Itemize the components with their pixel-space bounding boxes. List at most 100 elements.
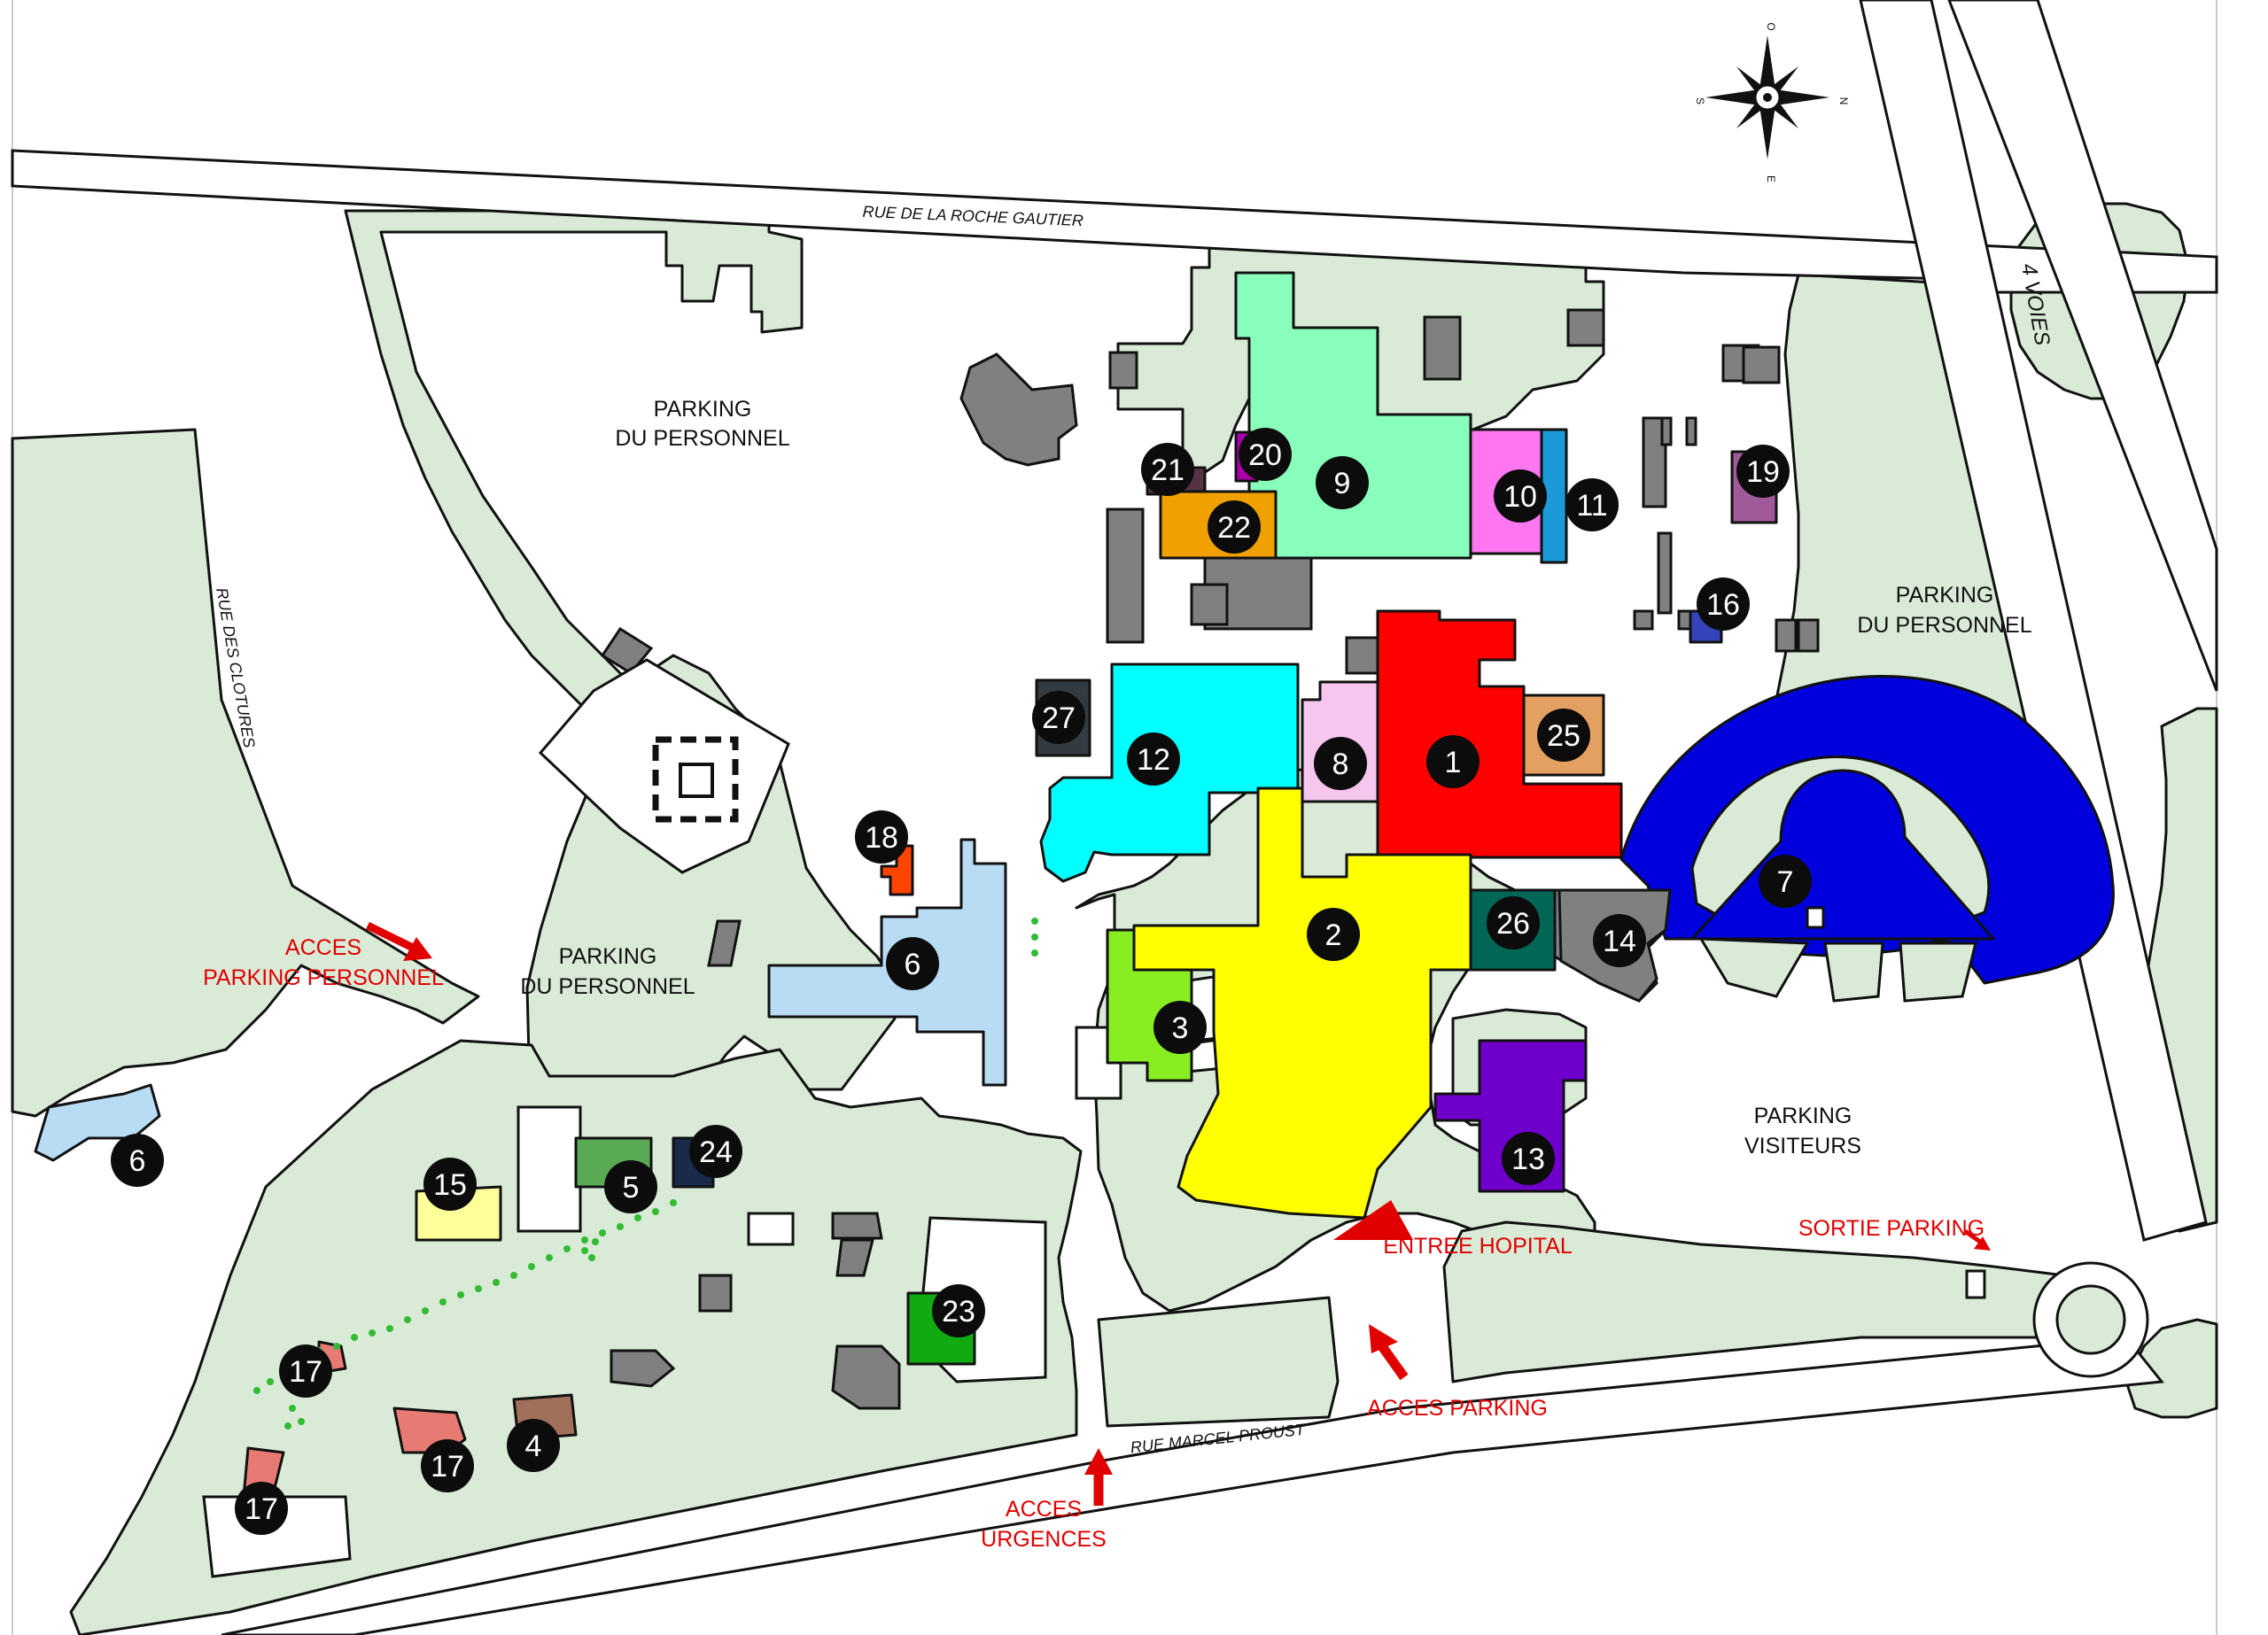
marker-circle: [421, 1439, 474, 1492]
compass-o: O: [1765, 22, 1777, 30]
acces-parking: ACCES PARKING: [1367, 1396, 1548, 1421]
building-marker-15[interactable]: 15: [423, 1158, 477, 1211]
building-marker-24[interactable]: 24: [689, 1125, 742, 1178]
acces-parking-personnel-line1: ACCES: [285, 935, 361, 960]
building-marker-26[interactable]: 26: [1487, 896, 1540, 949]
building-marker-12[interactable]: 12: [1127, 732, 1180, 786]
building-marker-10[interactable]: 10: [1494, 469, 1547, 523]
marker-circle: [1487, 896, 1540, 949]
marker-number: 10: [1503, 480, 1537, 514]
marker-circle: [423, 1158, 477, 1211]
parking-personnel-east-line1: PARKING: [1896, 583, 1994, 608]
marker-number: 19: [1746, 455, 1780, 489]
building-marker-25[interactable]: 25: [1537, 709, 1590, 762]
roads: [11, 0, 2218, 1635]
marker-circle: [1593, 914, 1646, 967]
building-marker-19[interactable]: 19: [1736, 445, 1790, 498]
building-marker-16[interactable]: 16: [1697, 577, 1750, 631]
building-marker-13[interactable]: 13: [1502, 1132, 1555, 1185]
marker-number: 13: [1511, 1143, 1545, 1176]
building-marker-7[interactable]: 7: [1759, 855, 1812, 908]
marker-number: 23: [942, 1295, 975, 1329]
acces-parking-personnel-line2: PARKING PERSONNEL: [203, 965, 444, 990]
building-marker-18[interactable]: 18: [855, 810, 908, 864]
building-marker-5[interactable]: 5: [604, 1160, 657, 1213]
building-marker-3[interactable]: 3: [1153, 1001, 1207, 1054]
marker-number: 24: [699, 1135, 733, 1169]
marker-number: 6: [905, 948, 921, 981]
building-marker-22[interactable]: 22: [1208, 500, 1261, 554]
marker-circle: [235, 1482, 288, 1535]
marker-number: 17: [431, 1450, 464, 1484]
marker-circle: [855, 810, 908, 864]
marker-circle: [111, 1134, 164, 1187]
marker-circle: [1759, 855, 1812, 908]
marker-number: 25: [1547, 719, 1581, 753]
building-marker-4[interactable]: 4: [507, 1419, 560, 1472]
marker-number: 9: [1334, 467, 1351, 500]
sortie-parking: SORTIE PARKING: [1798, 1216, 1984, 1241]
building-marker-1[interactable]: 1: [1426, 735, 1480, 788]
marker-number: 11: [1576, 489, 1607, 523]
building-marker-11[interactable]: 11: [1565, 478, 1619, 531]
grey-buildings: [600, 308, 1820, 1410]
building-marker-14[interactable]: 14: [1593, 914, 1646, 967]
marker-circle: [1736, 445, 1790, 498]
building-marker-8[interactable]: 8: [1314, 737, 1367, 790]
marker-number: 8: [1332, 748, 1349, 781]
parking-personnel-east-line2: DU PERSONNEL: [1857, 613, 2031, 638]
marker-number: 20: [1248, 438, 1282, 472]
marker-number: 5: [623, 1171, 640, 1205]
entree-hopital: ENTREE HOPITAL: [1383, 1234, 1573, 1259]
marker-number: 26: [1496, 907, 1530, 941]
building-marker-27[interactable]: 27: [1032, 691, 1085, 744]
marker-circle: [1697, 577, 1750, 631]
building-marker-17[interactable]: 17: [421, 1439, 474, 1492]
building-marker-6[interactable]: 6: [111, 1134, 164, 1187]
parking-visiteurs-line1: PARKING: [1754, 1104, 1852, 1128]
marker-number: 15: [433, 1168, 467, 1202]
building-marker-17[interactable]: 17: [279, 1344, 332, 1398]
marker-number: 14: [1603, 925, 1636, 958]
marker-circle: [1141, 443, 1194, 496]
marker-circle: [1426, 735, 1480, 788]
building-marker-23[interactable]: 23: [932, 1284, 985, 1337]
parking-personnel-west-line1: PARKING: [559, 944, 657, 969]
building-marker-21[interactable]: 21: [1141, 443, 1194, 496]
building-marker-6[interactable]: 6: [886, 937, 939, 990]
parking-personnel-north-line2: DU PERSONNEL: [615, 426, 789, 451]
marker-number: 17: [245, 1492, 278, 1526]
marker-circle: [886, 937, 939, 990]
access-arrows: [366, 921, 1991, 1506]
marker-number: 12: [1137, 743, 1170, 777]
marker-number: 17: [289, 1355, 322, 1389]
marker-number: 7: [1777, 865, 1794, 899]
parking-personnel-west-line2: DU PERSONNEL: [520, 974, 695, 999]
marker-circle: [1239, 428, 1292, 481]
marker-circle: [1314, 737, 1367, 790]
marker-circle: [1127, 732, 1180, 786]
marker-circle: [1316, 456, 1369, 509]
marker-number: 21: [1151, 453, 1184, 487]
marker-circle: [1153, 1001, 1207, 1054]
building-marker-9[interactable]: 9: [1316, 456, 1369, 509]
marker-number: 16: [1706, 588, 1740, 622]
marker-number: 6: [129, 1144, 146, 1178]
marker-number: 22: [1217, 511, 1251, 545]
compass-s: S: [1694, 97, 1706, 105]
marker-circle: [1537, 709, 1590, 762]
marker-number: 1: [1445, 746, 1462, 779]
parking-visiteurs-line2: VISITEURS: [1744, 1134, 1861, 1158]
marker-circle: [1494, 469, 1547, 523]
acces-urgences-line2: URGENCES: [981, 1527, 1107, 1552]
marker-circle: [279, 1344, 332, 1398]
parking-labels: PARKING DU PERSONNEL PARKING DU PERSONNE…: [520, 397, 2031, 1158]
marker-circle: [1208, 500, 1261, 554]
marker-number: 2: [1325, 918, 1342, 952]
marker-number: 27: [1042, 701, 1076, 735]
building-marker-17[interactable]: 17: [235, 1482, 288, 1535]
building-marker-2[interactable]: 2: [1307, 908, 1360, 961]
parking-personnel-north-line1: PARKING: [654, 397, 752, 422]
building-marker-20[interactable]: 20: [1239, 428, 1292, 481]
